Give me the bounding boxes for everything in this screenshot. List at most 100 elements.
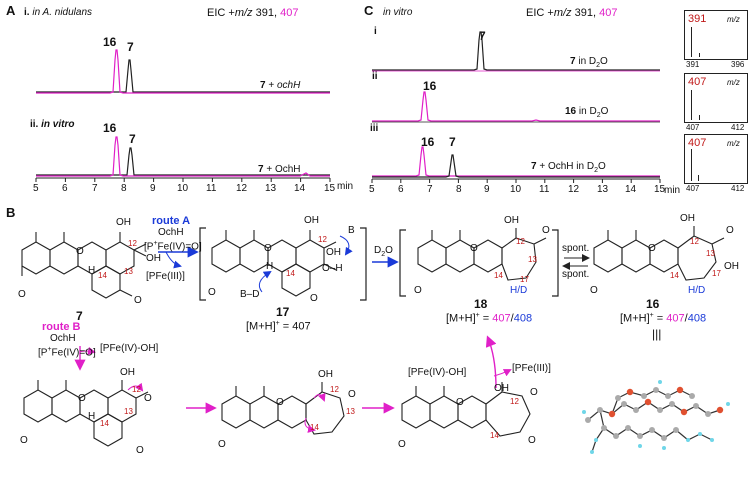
cmpd18-c14: 14 bbox=[494, 271, 503, 280]
rb2-o-lactone: O bbox=[218, 439, 226, 450]
cmpd7-o-ketone: O bbox=[134, 295, 142, 306]
cmpd16-o-lactone: O bbox=[590, 285, 598, 296]
panel-c-peak7-iii: 7 bbox=[449, 135, 456, 149]
cmpd18-o-ring: O bbox=[470, 243, 478, 254]
panel-a-trace-ii-black bbox=[36, 147, 330, 176]
panel-c-peak16-iii: 16 bbox=[421, 135, 435, 149]
structure-compound-16 bbox=[593, 226, 725, 281]
panel-c-row-iii: iii bbox=[370, 123, 379, 134]
panel-c-trace-ii bbox=[372, 91, 660, 122]
ms-peak-2 bbox=[691, 90, 692, 120]
arrow-electron-17a bbox=[339, 235, 353, 256]
cmpd17-c14: 14 bbox=[286, 269, 295, 278]
panel-a-peak16-i: 16 bbox=[103, 35, 117, 49]
cmpd16-c14: 14 bbox=[670, 271, 679, 280]
cmpd18-label: 18 bbox=[474, 297, 488, 311]
xray-atoms bbox=[582, 380, 730, 454]
cmpd7-label: 7 bbox=[76, 309, 83, 323]
panel-b-label: B bbox=[6, 205, 16, 220]
panel-a-trace-i-black bbox=[36, 59, 330, 93]
panel-a-trace-i-label: 7 + ochH bbox=[260, 80, 301, 91]
cmpd17-o-lactone: O bbox=[208, 287, 216, 298]
equivalence-mark: ||| bbox=[652, 327, 662, 341]
route-a-oxidant: [P+Fe(IV)=O] bbox=[144, 240, 202, 253]
rb3-c12: 12 bbox=[510, 397, 519, 406]
d2o-label: D2O bbox=[374, 245, 393, 259]
panel-a-trace-i-magenta bbox=[36, 49, 330, 94]
spont-forward-label: spont. bbox=[562, 243, 590, 254]
cmpd17-h: H bbox=[266, 261, 274, 272]
structure-route-b-macrocycle bbox=[401, 382, 531, 437]
ms-spectrum-box-1: 391 m/z bbox=[684, 10, 748, 60]
cmpd7-oh: OH bbox=[116, 217, 131, 228]
cmpd17-b-top: B bbox=[348, 225, 355, 236]
route-b-reduced: [PFe(IV)-OH] bbox=[100, 343, 159, 354]
cmpd17-o-h: O–H bbox=[322, 263, 343, 274]
panel-a-trace-ii-magenta bbox=[36, 136, 330, 177]
panel-c-axis-unit: min bbox=[664, 185, 681, 196]
cmpd7-c12: 12 bbox=[128, 239, 137, 248]
panel-c-chromatograms bbox=[371, 31, 661, 183]
rb1-c14: 14 bbox=[100, 419, 109, 428]
cmpd7-o-lactone: O bbox=[18, 289, 26, 300]
cmpd16-c13: 13 bbox=[706, 249, 715, 258]
panel-a-sub-ii: ii. in vitro bbox=[30, 119, 75, 130]
panel-c-trace-i-label: 7 in D2O bbox=[570, 56, 608, 70]
cmpd17-o-ring: O bbox=[264, 243, 272, 254]
ms-peak-3 bbox=[691, 149, 692, 181]
ms-peak-1 bbox=[691, 27, 692, 57]
rb1-o-ring: O bbox=[78, 393, 86, 404]
route-a-enzyme: OchH bbox=[158, 227, 184, 238]
panel-c-trace-i bbox=[372, 31, 660, 71]
cmpd17-o-ketone: O bbox=[310, 293, 318, 304]
panel-c-subtitle: in vitro bbox=[383, 7, 413, 18]
cmpd7-o-ring: O bbox=[76, 246, 84, 257]
cmpd18-c17: 17 bbox=[520, 275, 529, 284]
rb2-c12: 12 bbox=[330, 385, 339, 394]
rb2-c14: 14 bbox=[310, 423, 319, 432]
cmpd16-oh2: OH bbox=[724, 261, 739, 272]
ms-spectrum-box-2: 407 m/z bbox=[684, 73, 748, 123]
route-a-label: route A bbox=[152, 215, 191, 227]
cmpd17-oh2: OH bbox=[326, 247, 341, 258]
cmpd17-label: 17 bbox=[276, 305, 290, 319]
cmpd18-oh: OH bbox=[504, 215, 519, 226]
rb3-c14: 14 bbox=[490, 431, 499, 440]
rb2-c13: 13 bbox=[346, 407, 355, 416]
cmpd18-o-ketone: O bbox=[542, 225, 550, 236]
panel-a-axis-unit: min bbox=[337, 181, 354, 192]
rb3-o-lactone: O bbox=[398, 439, 406, 450]
rb3-o-ketone2: O bbox=[528, 435, 536, 446]
arrow-electron-17b bbox=[258, 270, 272, 293]
rb2-oh: OH bbox=[318, 369, 333, 380]
xray-structure bbox=[587, 389, 721, 453]
panel-c-trace-ii-label: 16 in D2O bbox=[565, 106, 609, 120]
cmpd16-c17: 17 bbox=[712, 269, 721, 278]
panel-c-trace-iii-black bbox=[372, 154, 660, 178]
cmpd17-mh: [M+H]+ = 407 bbox=[246, 320, 311, 333]
rb3-o-ring: O bbox=[456, 397, 464, 408]
route-b-label: route B bbox=[42, 321, 81, 333]
route-b-oxidant: [P+Fe(IV)=O] bbox=[38, 346, 96, 359]
rb2-o-ring: O bbox=[276, 397, 284, 408]
cmpd16-o-ring: O bbox=[648, 243, 656, 254]
cmpd16-oh: OH bbox=[680, 213, 695, 224]
spont-back-label: spont. bbox=[562, 269, 590, 280]
rb3-oh: OH bbox=[494, 383, 509, 394]
rb3-o-ketone: O bbox=[530, 387, 538, 398]
cmpd7-c14: 14 bbox=[98, 271, 107, 280]
cmpd7-oh2: OH bbox=[146, 253, 161, 264]
panel-a-chromatograms bbox=[35, 49, 331, 182]
cmpd17-c12: 12 bbox=[318, 235, 327, 244]
rb2-o-ketone: O bbox=[348, 389, 356, 400]
rb1-c13: 13 bbox=[124, 407, 133, 416]
cmpd17-oh: OH bbox=[304, 215, 319, 226]
panel-a-trace-ii-label: 7 + OchH bbox=[258, 164, 301, 175]
ms-spectrum-box-3: 407 m/z bbox=[684, 134, 748, 184]
structure-route-b-radical bbox=[23, 380, 149, 447]
rb1-o-lactone: O bbox=[20, 435, 28, 446]
cmpd16-label: 16 bbox=[646, 297, 660, 311]
panel-a-sub-i: i. in A. nidulans bbox=[24, 7, 93, 18]
panel-c-peak16-ii: 16 bbox=[423, 79, 437, 93]
